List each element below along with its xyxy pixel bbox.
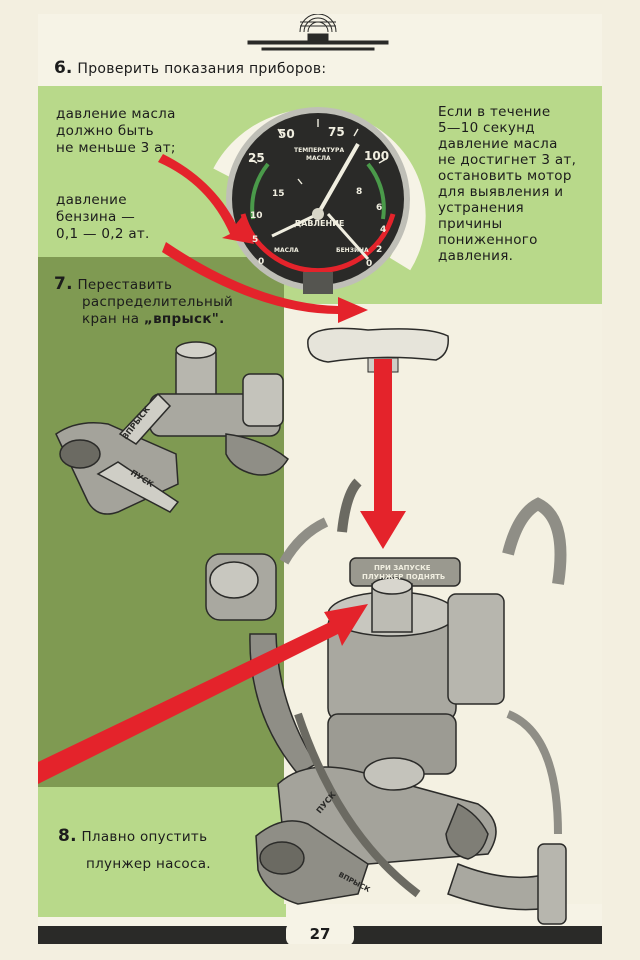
fuel-note-line1: давление [56, 192, 127, 208]
right-note-line: для выявления и [438, 184, 564, 200]
step7-line3-prefix: кран на [82, 311, 144, 327]
gauge-temp-50: 50 [278, 127, 295, 141]
gauge-temp-label-1: ТЕМПЕРАТУРА [294, 147, 345, 154]
right-note-line: устранения [438, 200, 524, 216]
gauge-markings: 25 50 75 100 ТЕМПЕРАТУРА МАСЛА ДАВЛЕНИЕ … [226, 107, 410, 291]
fuel-pump-assembly [205, 478, 567, 925]
gauge-center-label: ДАВЛЕНИЕ [294, 219, 345, 228]
step7-line2: распределительный [82, 294, 234, 310]
step8-number: 8. [58, 826, 77, 846]
lower-green-panel [38, 787, 286, 917]
gauge-fuel-8: 8 [356, 187, 363, 197]
gauge-fuel-6: 6 [376, 203, 383, 213]
fuel-pressure-pointer [162, 242, 368, 323]
page-number: 27 [309, 925, 331, 943]
left-olive-panel [38, 257, 284, 787]
right-note-line: Если в течение [438, 104, 551, 120]
step7-line3-emph: „впрыск". [143, 311, 225, 327]
step7-number: 7. [54, 274, 73, 294]
manual-page: ВПРЫСК ПУСК [38, 14, 602, 944]
step7-line3: кран на „впрыск". [54, 311, 233, 328]
gauge-temp-100: 100 [364, 149, 390, 163]
oil-note-line1: давление масла [56, 106, 176, 122]
right-note-line: пониженного [438, 232, 538, 248]
gauge-oil-10: 10 [250, 211, 263, 221]
gauge-temp-25: 25 [248, 151, 265, 165]
fuel-note-line2: бензина — [56, 209, 135, 225]
step7-block: 7. Переставить распределительный кран на… [54, 276, 233, 328]
gauge-temp-label-2: МАСЛА [306, 155, 331, 162]
airplane-emblem-icon [247, 14, 389, 51]
instrument-gauge [226, 107, 410, 294]
right-note-line: 5—10 секунд [438, 120, 535, 136]
gauge-fuel-0: 0 [366, 259, 373, 269]
right-note-line: давления. [438, 248, 514, 264]
step6-heading: 6. Проверить показания приборов: [54, 58, 326, 78]
step8-line1: Плавно опустить [81, 829, 208, 845]
oil-note-line3: не меньше 3 ат; [56, 140, 176, 156]
step6-number: 6. [54, 58, 73, 78]
upper-distribution-valve [55, 341, 289, 515]
oil-note-line2: должно быть [56, 123, 154, 139]
right-note-line: давление масла [438, 136, 558, 152]
fuel-pressure-note: давление бензина — 0,1 — 0,2 ат. [56, 192, 150, 243]
gauge-fuel-4: 4 [380, 225, 387, 235]
plunger-plate-line2: ПЛУНЖЕР ПОДНЯТЬ [362, 573, 445, 581]
right-note-line: остановить мотор [438, 168, 572, 184]
right-note-line: не достигнет 3 ат, [438, 152, 577, 168]
step7-line1: Переставить [77, 277, 173, 293]
gauge-bottom-right: БЕНЗИНА [336, 247, 369, 254]
gauge-oil-0: 0 [258, 257, 265, 267]
plunger-plate-line1: ПРИ ЗАПУСКЕ [374, 564, 431, 572]
step6-text: Проверить показания приборов: [77, 61, 327, 77]
gauge-oil-5: 5 [252, 235, 259, 245]
plunger-down-arrow [360, 359, 406, 549]
gauge-fuel-2: 2 [376, 245, 383, 255]
right-note-line: причины [438, 216, 503, 232]
oil-pressure-note: давление масла должно быть не меньше 3 а… [56, 106, 176, 157]
plunger-pointer-arrow [38, 604, 368, 784]
fuel-note-line3: 0,1 — 0,2 ат. [56, 226, 150, 242]
gauge-temp-75: 75 [328, 125, 345, 139]
gauge-bottom-left: МАСЛА [274, 247, 299, 254]
gauge-oil-15: 15 [272, 189, 285, 199]
step8-line2: плунжер насоса. [86, 856, 211, 872]
low-pressure-instruction: Если в течение 5—10 секунд давление масл… [438, 104, 598, 264]
oil-pressure-pointer [158, 154, 254, 244]
step8-block: 8. Плавно опустить плунжер насоса. [58, 828, 211, 873]
page-illustration: ВПРЫСК ПУСК [38, 14, 602, 944]
